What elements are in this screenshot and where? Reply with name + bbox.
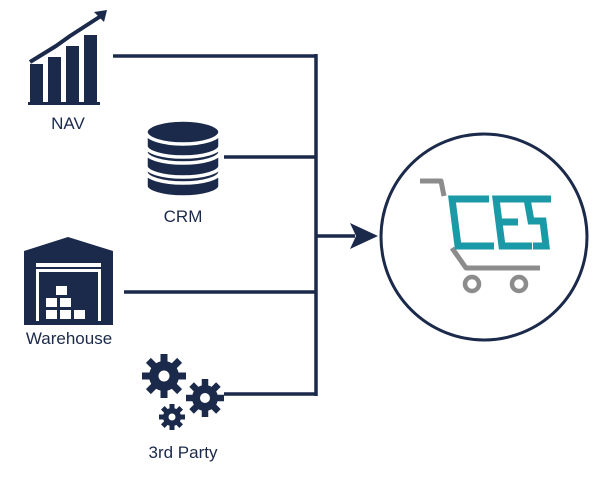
- database-icon: [144, 118, 222, 199]
- warehouse-icon: [24, 237, 113, 325]
- gears-icon: [142, 354, 224, 430]
- label-crm: CRM: [163, 207, 203, 226]
- target-circle: [379, 132, 589, 342]
- bar-chart-growth-icon: [28, 10, 107, 105]
- target-store-logo: [379, 132, 589, 342]
- label-third-party: 3rd Party: [148, 443, 218, 462]
- label-nav: NAV: [51, 114, 85, 133]
- label-warehouse: Warehouse: [25, 329, 113, 348]
- arrow-head-icon: [350, 223, 378, 249]
- shopping-cart-ces-logo-icon: [420, 178, 551, 294]
- connector-lines: [113, 54, 355, 396]
